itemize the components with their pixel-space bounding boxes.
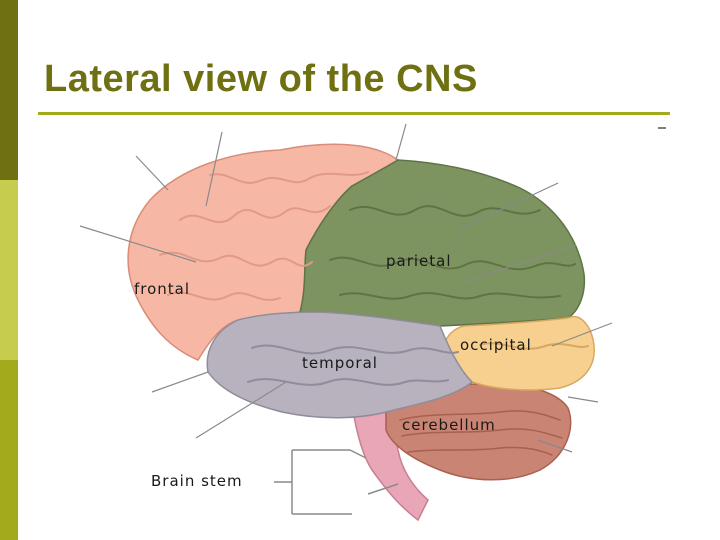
label-temporal: temporal [302,354,378,372]
leader-line [551,322,613,347]
leader-line [463,244,577,283]
leader-line [151,371,209,393]
temporal-lobe-region [206,311,474,419]
leader-line [205,131,223,207]
label-brain-stem: Brain stem [151,472,243,490]
side-accent-bar-top [0,0,18,180]
slide-title: Lateral view of the CNS [44,58,478,100]
leader-line [195,381,287,439]
title-underline [38,112,670,115]
parietal-lobe-region [299,159,586,327]
side-accent-bar-middle [0,180,18,360]
label-cerebellum: cerebellum [402,416,496,434]
leader-line [135,155,169,191]
gyri-texture [159,171,589,456]
label-parietal: parietal [386,252,452,270]
leader-lines [79,123,613,453]
side-accent-bar-bottom [0,360,18,540]
leader-line [395,123,407,161]
brain-stem-bracket [274,449,399,515]
leader-line [567,396,599,403]
leader-line [537,439,573,453]
label-frontal: frontal [134,280,190,298]
leader-line [457,182,559,231]
label-occipital: occipital [460,336,532,354]
leader-line [79,225,197,263]
